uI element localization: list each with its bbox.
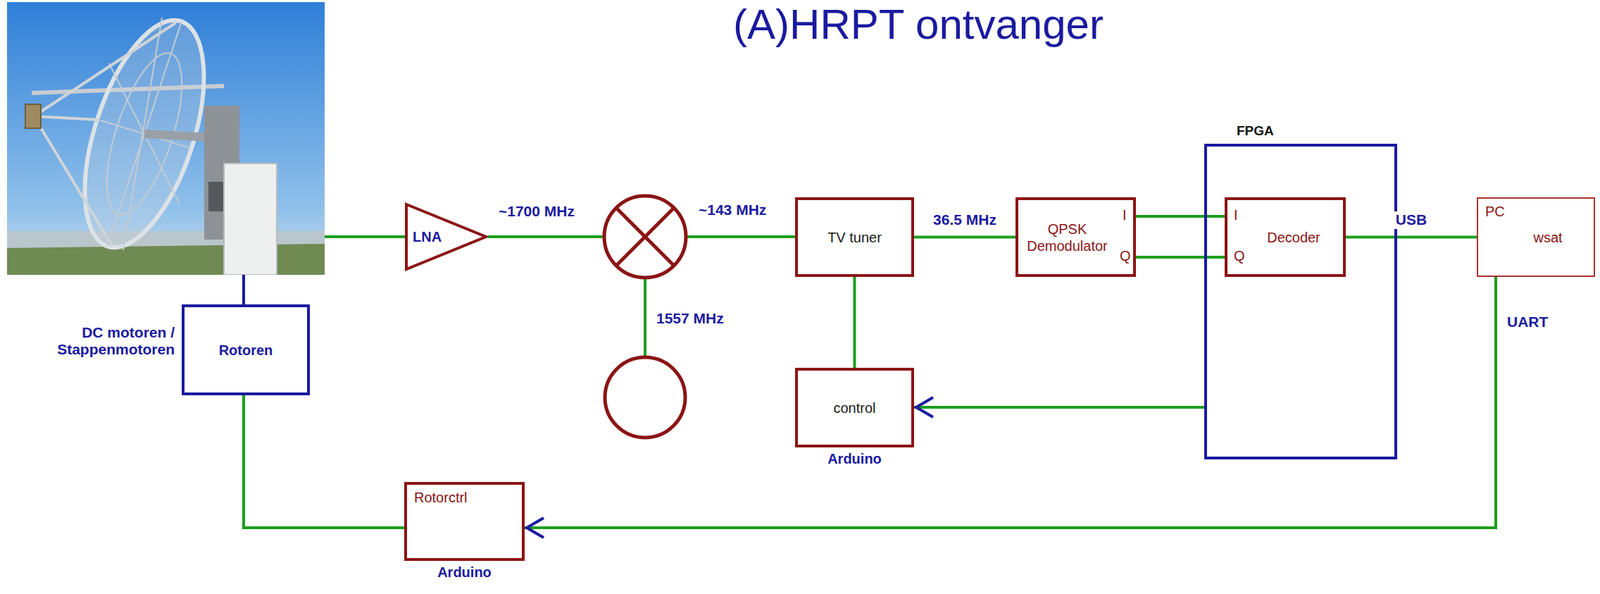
node-label: Decoder: [1266, 228, 1321, 246]
connector: [243, 395, 405, 528]
node-label: Rotoren: [219, 341, 274, 359]
node-label: TV tuner: [827, 228, 882, 246]
lna-mixer-line: [488, 235, 605, 239]
node-label: QPSK Demodulator: [1022, 220, 1112, 255]
pc-box: PC wsat: [1476, 197, 1596, 277]
decoder-box: Decoder: [1224, 197, 1346, 277]
feed-line: [324, 235, 406, 239]
triangle-shape: [406, 204, 486, 270]
connector-line: [914, 405, 1205, 409]
rotor-controller-box: RotorctrlArduino: [404, 481, 525, 561]
tuner-box: TV tuner: [795, 197, 915, 277]
connector-label: 36.5 MHz: [931, 211, 998, 229]
frequency-label: ~143 MHz: [697, 201, 768, 219]
connector-line: [914, 235, 1016, 239]
oscillator-symbol: [604, 357, 686, 438]
connector-line: [1345, 235, 1477, 239]
pin-name: Q: [1232, 247, 1247, 265]
rotor-box: Rotoren: [181, 304, 310, 396]
connector: [1135, 216, 1225, 217]
connector-label: UART: [1505, 313, 1550, 331]
dish-arm: [144, 133, 212, 138]
frequency-label: ~1700 MHz: [497, 202, 577, 220]
connector-line: [1135, 214, 1225, 218]
fpga-box: FPGADecoder: [1204, 143, 1398, 460]
diagram-title: (A)HRPT ontvanger: [733, 1, 1104, 48]
connector: [1345, 236, 1477, 238]
node-title: PC: [1485, 202, 1505, 220]
feed-horn: [25, 104, 41, 129]
node-label: wsat: [1533, 228, 1562, 246]
arrow-head: [916, 397, 934, 417]
connector-line: [524, 276, 1496, 528]
connector: [854, 276, 855, 368]
connector-line: [853, 276, 857, 368]
connector: [914, 236, 1016, 238]
node-title: Rotorctrl: [414, 488, 468, 506]
demodulator-box: QPSK Demodulator: [1015, 197, 1136, 277]
mixer-symbol: [604, 195, 686, 278]
oscillator-line: [643, 277, 647, 358]
node-heading: Arduino: [827, 450, 882, 467]
pin-name: I: [1232, 207, 1240, 224]
node-label: control: [833, 399, 876, 417]
control-box: controlArduino: [795, 367, 915, 448]
dish-photo: [7, 2, 325, 275]
node-label: LNA: [412, 228, 442, 246]
arrow-head: [526, 517, 544, 538]
amplifier-triangle: LNA: [404, 202, 489, 272]
connector-line: [243, 395, 405, 528]
connector-line: [1135, 255, 1225, 259]
motor-note: DC motoren / Stappenmotoren: [39, 323, 177, 358]
connector: [1135, 257, 1225, 258]
connector: [914, 397, 1205, 417]
pin-name: Q: [1118, 247, 1133, 265]
node-heading: FPGA: [1236, 123, 1274, 140]
mixer-tuner-line: [685, 235, 796, 239]
rf-wires: [324, 236, 796, 358]
mount-base: [223, 163, 277, 275]
sky: [7, 2, 325, 275]
rotor-mount-line: [242, 274, 246, 305]
frequency-label: 1557 MHz: [654, 309, 726, 327]
pin-name: I: [1121, 207, 1129, 224]
node-heading: Arduino: [437, 563, 492, 581]
connector: [524, 276, 1496, 538]
connector-label: USB: [1394, 211, 1429, 229]
